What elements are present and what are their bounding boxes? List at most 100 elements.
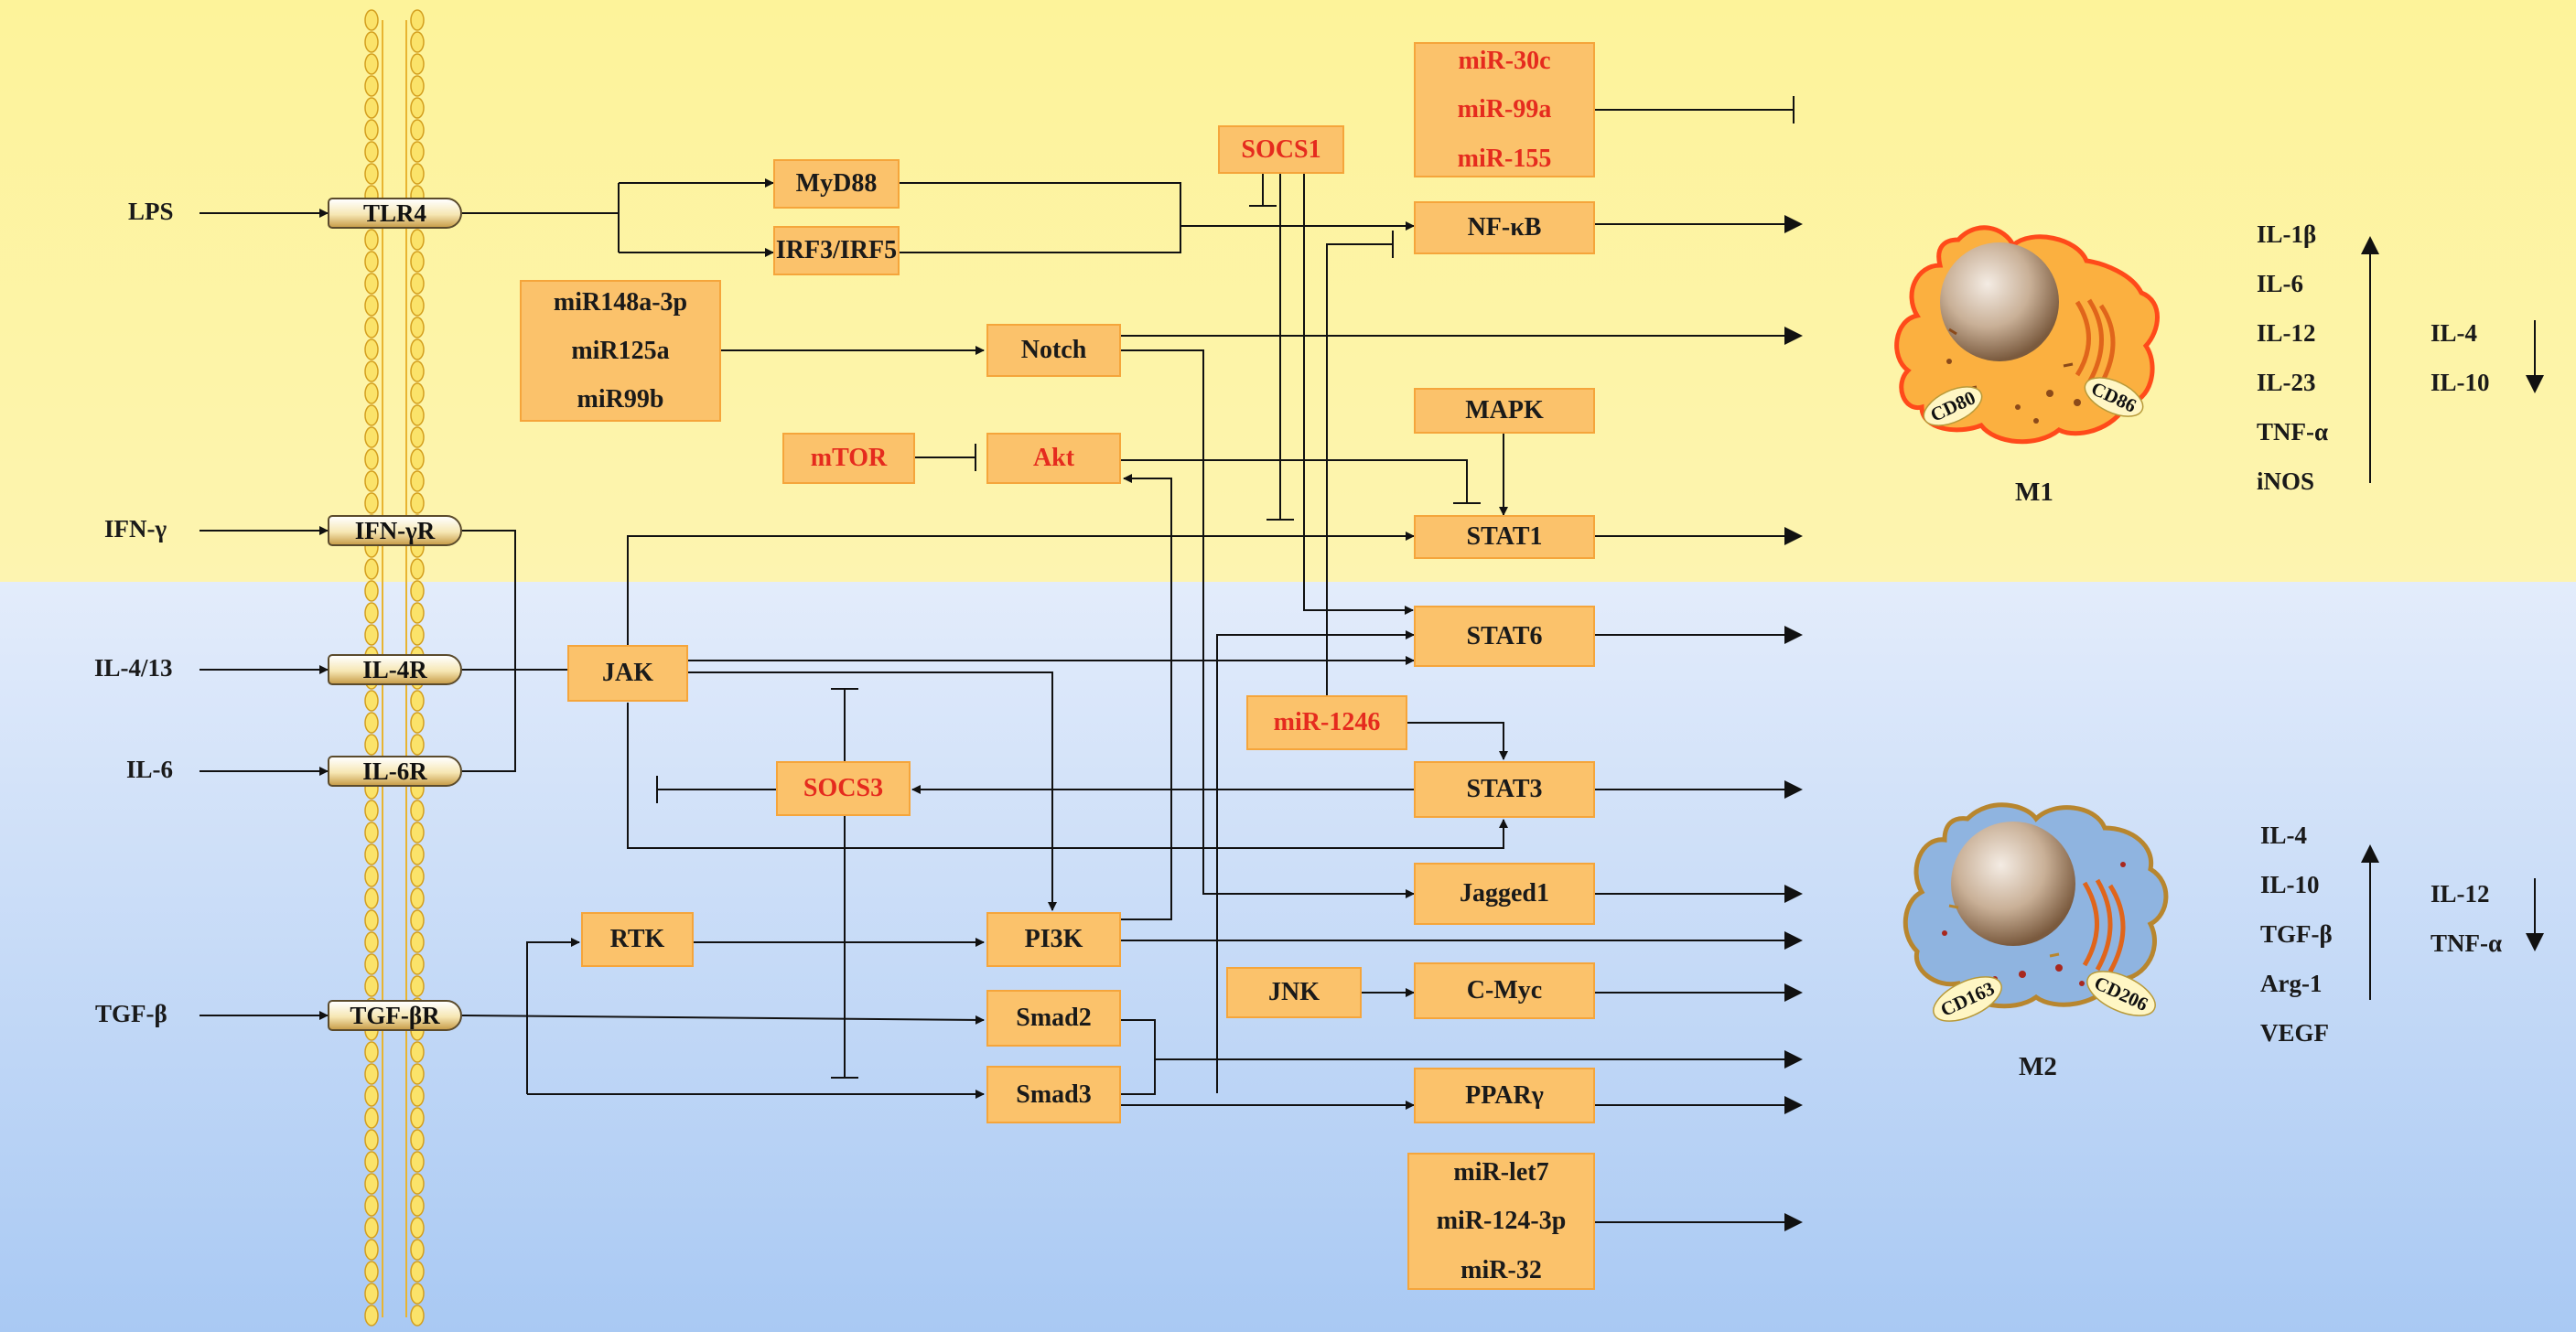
lipid-head (364, 887, 379, 909)
lipid-head (410, 1041, 425, 1063)
lipid-head (410, 1195, 425, 1217)
lipid-head (364, 909, 379, 931)
lipid-head (364, 1283, 379, 1305)
lipid-head (364, 822, 379, 843)
node-smad2: Smad2 (986, 990, 1121, 1047)
lipid-head (410, 690, 425, 712)
node-nf-kb: NF-κB (1414, 201, 1595, 254)
lipid-head (364, 624, 379, 646)
node-irf3-irf5: IRF3/IRF5 (773, 226, 900, 275)
lipid-head (364, 734, 379, 756)
node-rtk: RTK (581, 912, 694, 967)
lipid-head (410, 382, 425, 404)
lipid-head (410, 580, 425, 602)
lipid-head (364, 580, 379, 602)
lipid-head (410, 426, 425, 448)
lipid-head (364, 229, 379, 251)
lipid-head (364, 404, 379, 426)
node-notch: Notch (986, 324, 1121, 377)
lipid-head (410, 97, 425, 119)
m1-label: M1 (2015, 478, 2053, 507)
lipid-head (410, 865, 425, 887)
lipid-head (410, 909, 425, 931)
lipid-head (410, 338, 425, 360)
lipid-head (410, 712, 425, 734)
lipid-head (410, 822, 425, 843)
lipid-head (364, 800, 379, 822)
lipid-head (364, 1151, 379, 1173)
lipid-head (364, 141, 379, 163)
lipid-head (410, 1239, 425, 1261)
lipid-head (410, 448, 425, 470)
lipid-head (364, 448, 379, 470)
lipid-head (364, 163, 379, 185)
lipid-head (364, 1239, 379, 1261)
node-jnk: JNK (1226, 967, 1362, 1018)
lipid-head (364, 1173, 379, 1195)
node-socs1: SOCS1 (1218, 125, 1344, 174)
lipid-head (410, 53, 425, 75)
node-ppar-gamma: PPARγ (1414, 1068, 1595, 1123)
lipid-head (410, 9, 425, 31)
m2-label: M2 (2019, 1052, 2057, 1081)
lipid-head (410, 119, 425, 141)
lipid-head (410, 800, 425, 822)
lipid-head (410, 1173, 425, 1195)
lipid-head (364, 1063, 379, 1085)
lipid-head (410, 975, 425, 997)
lipid-head (364, 295, 379, 317)
pathway-connections (199, 96, 2544, 1231)
receptor-ifn-gamma-r: IFN-γR (328, 515, 462, 546)
lipid-head (364, 865, 379, 887)
lipid-head (364, 1041, 379, 1063)
lipid-head (410, 163, 425, 185)
lipid-head (364, 53, 379, 75)
m1-region-background (0, 0, 2576, 582)
lipid-head (410, 1217, 425, 1239)
lipid-head (410, 602, 425, 624)
lipid-head (364, 317, 379, 338)
m2-macrophage: CD163 CD206 (1902, 802, 2169, 1022)
lipid-head (364, 382, 379, 404)
receptor-tlr4: TLR4 (328, 198, 462, 229)
lipid-head (410, 953, 425, 975)
receptor-il-6r: IL-6R (328, 756, 462, 787)
lipid-head (410, 1151, 425, 1173)
node-socs3: SOCS3 (776, 761, 911, 816)
lipid-head (364, 360, 379, 382)
lipid-head (410, 887, 425, 909)
lipid-head (410, 1283, 425, 1305)
lipid-head (364, 470, 379, 492)
lipid-head (364, 931, 379, 953)
node-jagged1: Jagged1 (1414, 863, 1595, 925)
node-pi3k: PI3K (986, 912, 1121, 967)
node-c-myc: C-Myc (1414, 962, 1595, 1019)
lipid-head (410, 1063, 425, 1085)
lipid-head (364, 1195, 379, 1217)
node-akt: Akt (986, 433, 1121, 484)
ligand-il-6: IL-6 (126, 756, 174, 783)
lipid-head (410, 931, 425, 953)
lipid-head (410, 141, 425, 163)
lipid-head (410, 1261, 425, 1283)
lipid-head (410, 404, 425, 426)
lipid-head (364, 492, 379, 514)
lipid-head (410, 75, 425, 97)
lipid-head (364, 1261, 379, 1283)
lipid-head (410, 843, 425, 865)
ligand-lps: LPS (128, 198, 174, 225)
m1-macrophage: CD80 CD86 (1894, 225, 2160, 445)
lipid-head (364, 75, 379, 97)
ligand-il-4-13: IL-4/13 (94, 654, 173, 682)
node-stat6: STAT6 (1414, 606, 1595, 667)
lipid-head (410, 1305, 425, 1327)
lipid-head (364, 602, 379, 624)
lipid-head (364, 1085, 379, 1107)
lipid-head (364, 1129, 379, 1151)
lipid-head (364, 843, 379, 865)
receptor-il-4r: IL-4R (328, 654, 462, 685)
